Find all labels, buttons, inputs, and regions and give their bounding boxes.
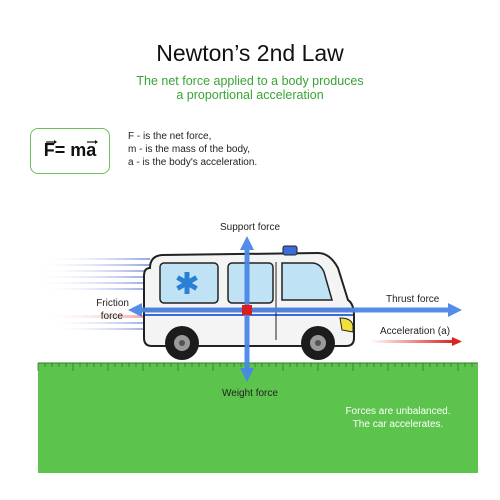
ground: [38, 363, 478, 473]
formula-box: F= ma: [30, 128, 110, 174]
definition-acceleration: a - is the body's acceleration.: [128, 157, 258, 168]
weight-force-label: Weight force: [222, 388, 278, 399]
definition-mass: m - is the mass of the body,: [128, 144, 251, 155]
motion-lines: [28, 258, 150, 330]
friction-force-label-1: Friction: [96, 298, 129, 309]
acceleration-label: Acceleration (a): [380, 326, 451, 337]
subtitle-line-1: The net force applied to a body produces: [136, 74, 364, 88]
note-line-2: The car accelerates.: [352, 419, 444, 430]
thrust-arrowhead: [448, 303, 462, 317]
acceleration-arrow: [370, 337, 462, 346]
subtitle-line-2: a proportional acceleration: [176, 88, 324, 102]
support-arrowhead: [240, 236, 254, 250]
note-line-1: Forces are unbalanced.: [345, 406, 451, 417]
friction-arrowhead: [128, 303, 142, 317]
weight-arrowhead: [240, 368, 254, 382]
formula: F= ma: [43, 140, 97, 160]
definition-force: F - is the net force,: [128, 131, 212, 142]
star-of-life-icon: [176, 272, 198, 294]
friction-force-label-2: force: [100, 311, 123, 322]
center-of-mass: [242, 305, 252, 315]
page-title: Newton’s 2nd Law: [156, 40, 344, 66]
thrust-force-label: Thrust force: [386, 294, 440, 305]
support-force-label: Support force: [220, 222, 281, 233]
